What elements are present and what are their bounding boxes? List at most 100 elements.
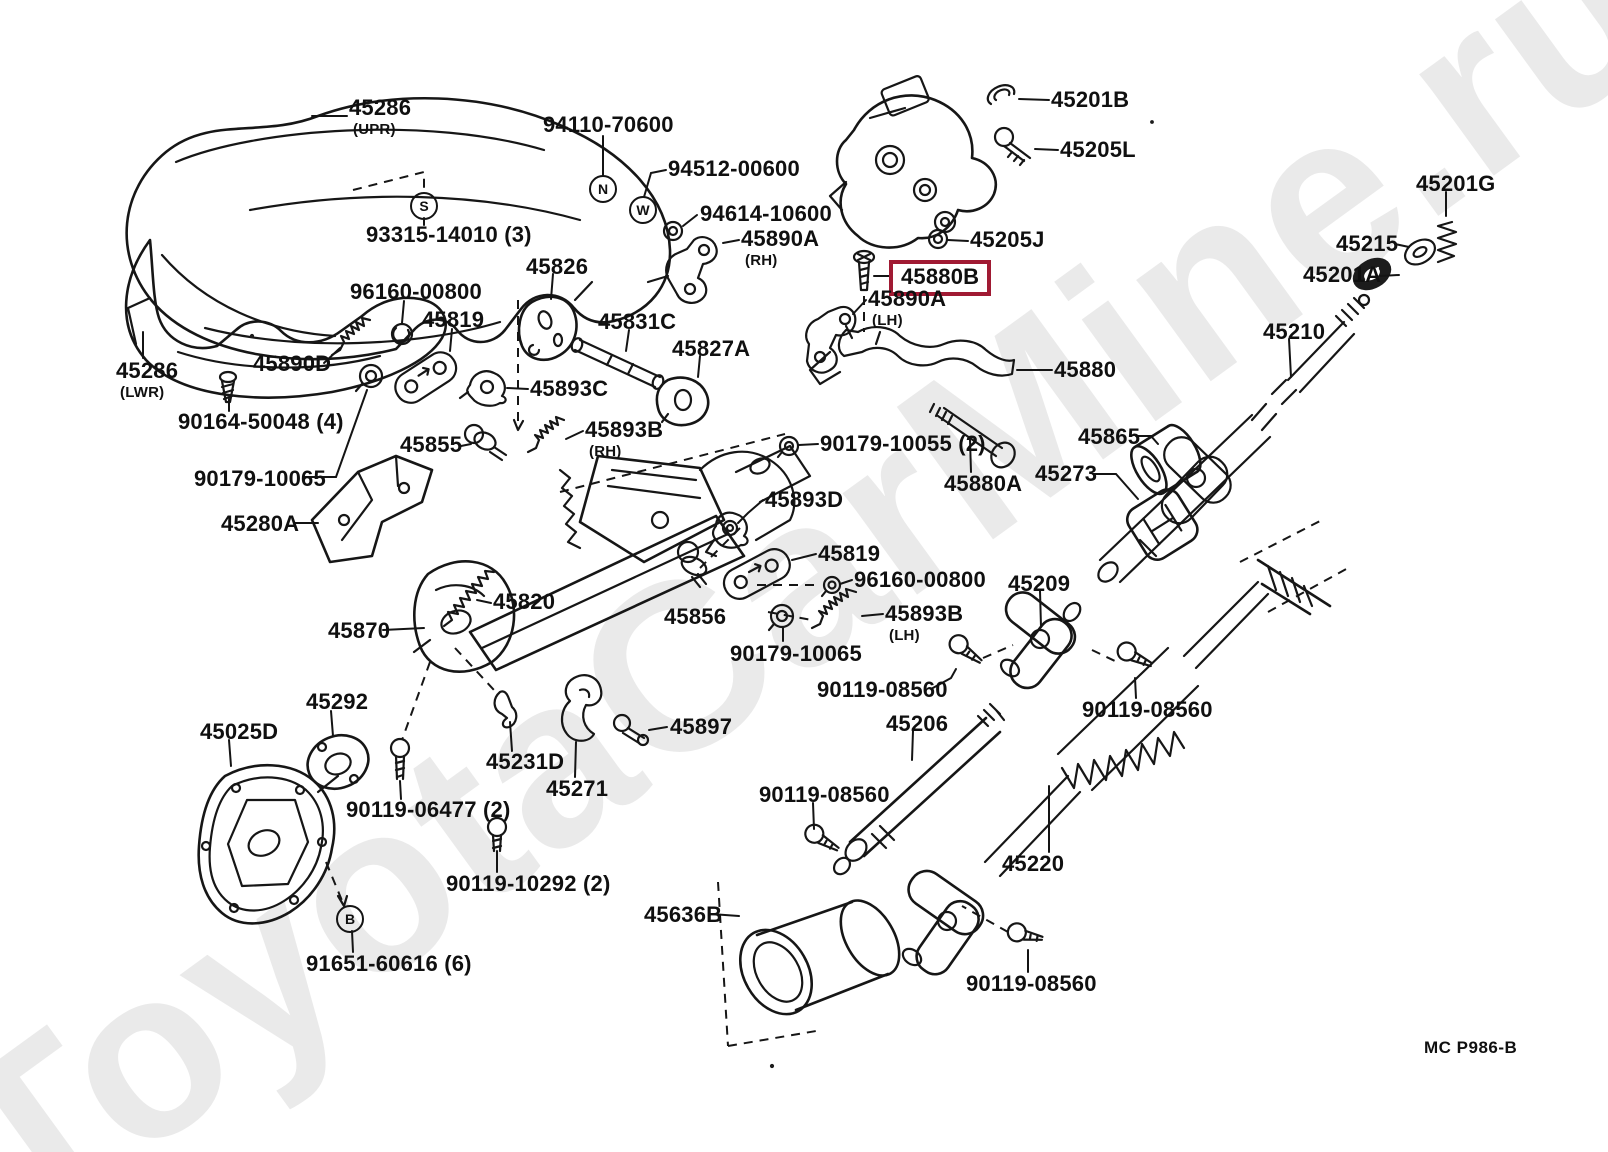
column-cover-lower xyxy=(124,238,448,399)
part-label-45890a-rh: 45890A(RH) xyxy=(741,226,820,269)
part-label-45893c: 45893C xyxy=(530,376,609,401)
part-label-45210: 45210 xyxy=(1263,319,1326,344)
part-label-45865: 45865 xyxy=(1078,424,1141,449)
part-label-45880b: 45880B xyxy=(889,260,992,296)
part-label-90119-10292: 90119-10292 (2) xyxy=(446,871,611,896)
part-label-91651-60616: 91651-60616 (6) xyxy=(306,951,472,976)
hook-45271 xyxy=(560,674,603,742)
link-45819-right xyxy=(722,548,791,600)
part-label-45880a: 45880A xyxy=(944,471,1023,496)
part-label-45636b: 45636B xyxy=(644,902,723,927)
circled-letter-letter-n: N xyxy=(589,175,617,203)
column-cover-upper xyxy=(125,96,672,361)
part-label-90179-10065-1: 90179-10065 xyxy=(194,466,326,491)
washer-94614 xyxy=(662,220,684,242)
link-45819-left xyxy=(394,351,458,404)
bolt-45855 xyxy=(463,423,508,462)
spring-45893b-lh xyxy=(810,587,858,630)
part-label-45201g: 45201G xyxy=(1416,171,1496,196)
spring-45893b-rh xyxy=(526,415,566,454)
part-label-96160-00800-2: 96160-00800 xyxy=(854,567,986,592)
plate-45826 xyxy=(517,295,578,362)
coupling-45273 xyxy=(1125,488,1199,561)
part-label-45220: 45220 xyxy=(1002,851,1065,876)
part-label-45292: 45292 xyxy=(306,689,369,714)
bolt-45880a xyxy=(928,402,1016,469)
part-label-45286-upr: 45286(UPR) xyxy=(349,95,412,138)
leader-lines xyxy=(142,98,1447,973)
column-assembly xyxy=(468,444,812,672)
part-label-94110-70600: 94110-70600 xyxy=(543,112,674,137)
part-label-45893b-rh: 45893B(RH) xyxy=(585,417,664,460)
lever-45890a-rh xyxy=(646,236,718,304)
part-label-45870: 45870 xyxy=(328,618,391,643)
part-label-45819-2: 45819 xyxy=(818,541,881,566)
part-label-45897: 45897 xyxy=(670,714,733,739)
spring-45890d xyxy=(330,316,372,357)
circled-letter-letter-s: S xyxy=(410,192,438,220)
diagram-code: MC P986-B xyxy=(1424,1038,1518,1057)
part-label-45205j: 45205J xyxy=(970,227,1045,252)
part-label-45827a: 45827A xyxy=(672,336,751,361)
shaft-45220 xyxy=(901,558,1332,976)
shaft-45210 xyxy=(1097,293,1371,584)
part-label-94614-10600: 94614-10600 xyxy=(700,201,832,226)
part-label-45206: 45206 xyxy=(886,711,949,736)
part-label-90119-08560-right: 90119-08560 xyxy=(1082,697,1213,722)
bolt-45205l xyxy=(993,126,1032,167)
part-label-45880: 45880 xyxy=(1054,357,1117,382)
bolt-45897 xyxy=(612,713,650,747)
part-label-45231d: 45231D xyxy=(486,749,565,774)
part-label-45820: 45820 xyxy=(493,589,556,614)
bolt-90119-08560-bottom xyxy=(1006,922,1044,943)
bushing-45201a xyxy=(1352,257,1392,291)
clip-45231d xyxy=(493,690,518,729)
link-45880 xyxy=(808,324,1016,386)
part-label-90119-08560-bottom: 90119-08560 xyxy=(966,971,1097,996)
part-label-90119-08560-top: 90119-08560 xyxy=(817,677,948,702)
bolt-90119-08560-right xyxy=(1116,641,1154,668)
bolt-90119-06477 xyxy=(389,737,411,781)
part-label-45201a: 45201A xyxy=(1303,262,1382,287)
washer-45215 xyxy=(1403,238,1437,266)
part-label-45819-1: 45819 xyxy=(422,307,485,332)
shaft-45206 xyxy=(832,702,1006,876)
rod-45831c xyxy=(570,337,665,390)
part-label-45826: 45826 xyxy=(526,254,589,279)
circled-letter-letter-w: W xyxy=(629,196,657,224)
part-label-94512-00600: 94512-00600 xyxy=(668,156,800,181)
snap-96160-left xyxy=(390,322,414,346)
part-label-45215: 45215 xyxy=(1336,231,1399,256)
part-label-45280a: 45280A xyxy=(221,511,300,536)
bolt-90119-10292 xyxy=(486,816,508,853)
specks xyxy=(249,120,1154,1069)
part-label-90179-10055: 90179-10055 (2) xyxy=(820,431,986,456)
part-label-45831c: 45831C xyxy=(598,309,677,334)
gear-housing-45205j xyxy=(828,75,997,250)
part-label-45856: 45856 xyxy=(664,604,727,629)
spring-45820 xyxy=(442,569,496,628)
part-label-45286-lwr: 45286(LWR) xyxy=(116,358,179,401)
part-label-45890d: 45890D xyxy=(253,351,332,376)
bolt-90119-08560-top xyxy=(948,634,983,664)
plate-45025d xyxy=(197,763,340,925)
part-label-90119-08560-left: 90119-08560 xyxy=(759,782,890,807)
nut-96160-right xyxy=(820,575,842,598)
part-label-45201b: 45201B xyxy=(1051,87,1130,112)
circled-letter-letter-b: B xyxy=(336,905,364,933)
bolt-90119-08560-left xyxy=(804,823,840,852)
part-label-45855: 45855 xyxy=(400,432,463,457)
part-label-96160-00800-1: 96160-00800 xyxy=(350,279,482,304)
bracket-45280a xyxy=(310,454,434,564)
part-label-90179-10065-2: 90179-10065 xyxy=(730,641,862,666)
part-label-45893b-lh: 45893B(LH) xyxy=(885,601,964,644)
nut-90179-10055 xyxy=(776,435,800,459)
plate-45292 xyxy=(306,733,370,791)
snap-ring-45201b xyxy=(986,84,1016,106)
part-label-45209: 45209 xyxy=(1008,571,1071,596)
part-label-90119-06477: 90119-06477 (2) xyxy=(346,797,511,822)
part-label-45271: 45271 xyxy=(546,776,609,801)
